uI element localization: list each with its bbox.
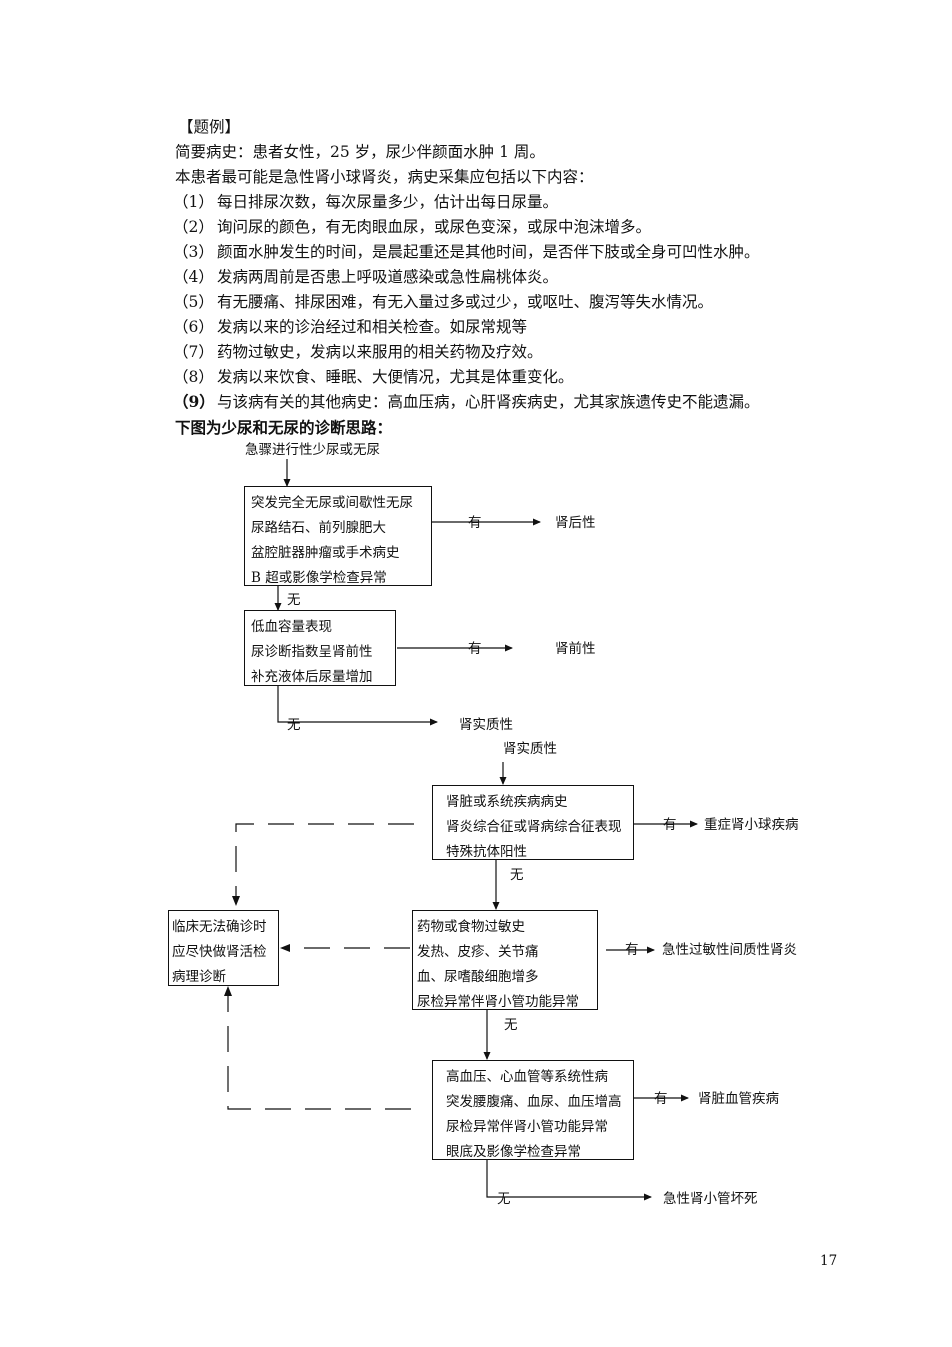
box-line: 发热、皮疹、关节痛 (417, 944, 539, 960)
history-item: （3）颜面水肿发生的时间，是晨起重还是其他时间，是否伴下肢或全身可凹性水肿。 (173, 242, 760, 262)
flow1-yes-label-1: 有 (468, 515, 482, 531)
flow1-outcome-prerenal: 肾前性 (555, 641, 596, 657)
history-item-text: 发病以来饮食、睡眠、大便情况，尤其是体重变化。 (217, 368, 574, 386)
flow2-box-glomerular-criteria: 肾脏或系统疾病病史 肾炎综合征或肾病综合征表现 特殊抗体阳性 (432, 785, 634, 860)
dashed-arrowhead-up (224, 986, 232, 996)
flow2-outcome-vascular: 肾脏血管疾病 (698, 1091, 779, 1107)
box-line: 补充液体后尿量增加 (251, 669, 373, 685)
box-line: 特殊抗体阳性 (446, 844, 527, 860)
box-line: 肾炎综合征或肾病综合征表现 (446, 819, 622, 835)
history-item: （2）询问尿的颜色，有无肉眼血尿，或尿色变深，或尿中泡沫增多。 (173, 217, 651, 237)
case-summary: 简要病史：患者女性，25 岁，尿少伴颜面水肿 1 周。 (175, 143, 545, 161)
flow2-box-vascular-criteria: 高血压、心血管等系统性病 突发腰腹痛、血尿、血压增高 尿检异常伴肾小管功能异常 … (432, 1060, 634, 1160)
dashed-boxC-to-boxL (227, 992, 411, 1110)
flow1-no-label-1: 无 (287, 592, 301, 608)
flow1-box-prerenal-criteria: 低血容量表现 尿诊断指数呈肾前性 补充液体后尿量增加 (244, 610, 396, 686)
box-line: 病理诊断 (172, 969, 226, 985)
history-item-number: （8） (173, 368, 214, 386)
box-line: 高血压、心血管等系统性病 (446, 1069, 608, 1085)
case-heading: 【题例】 (178, 118, 241, 136)
history-item-number: （5） (173, 293, 214, 311)
flow1-outcome-postrenal: 肾后性 (555, 515, 596, 531)
box-line: 突发腰腹痛、血尿、血压增高 (446, 1094, 622, 1110)
flow1-start-label: 急骤进行性少尿或无尿 (245, 442, 380, 458)
dashed-boxA-to-boxL (235, 823, 414, 900)
history-item-number: （9） (173, 392, 215, 411)
flow2-outcome-interstitial: 急性过敏性间质性肾炎 (662, 942, 797, 958)
arrow-box2-no (277, 686, 438, 726)
flow1-box-postrenal-criteria: 突发完全无尿或间歇性无尿 尿路结石、前列腺肥大 盆腔脏器肿瘤或手术病史 B 超或… (244, 486, 432, 586)
history-item-number: （6） (173, 318, 214, 336)
box-line: 突发完全无尿或间歇性无尿 (251, 495, 413, 511)
box-line: 临床无法确诊时 (172, 919, 267, 935)
box-line: 血、尿嗜酸细胞增多 (417, 969, 539, 985)
box-line: B 超或影像学检查异常 (251, 570, 387, 586)
history-item: （6）发病以来的诊治经过和相关检查。如尿常规等 (173, 317, 527, 337)
box-line: 药物或食物过敏史 (417, 919, 525, 935)
history-item: （5）有无腰痛、排尿困难，有无入量过多或过少，或呕吐、腹泻等失水情况。 (173, 292, 713, 312)
case-intro: 本患者最可能是急性肾小球肾炎，病史采集应包括以下内容： (175, 168, 594, 186)
history-item: （9）与该病有关的其他病史：高血压病，心肝肾疾病史，尤其家族遗传史不能遗漏。 (173, 392, 760, 412)
flow1-no-label-2: 无 (287, 717, 301, 733)
box-line: 尿诊断指数呈肾前性 (251, 644, 373, 660)
history-item-number: （7） (173, 343, 214, 361)
history-item-text: 有无腰痛、排尿困难，有无入量过多或过少，或呕吐、腹泻等失水情况。 (217, 293, 714, 311)
history-item-text: 发病以来的诊治经过和相关检查。如尿常规等 (217, 318, 528, 336)
history-item-text: 发病两周前是否患上呼吸道感染或急性扁桃体炎。 (217, 268, 559, 286)
history-item-number: （1） (173, 193, 214, 211)
flow1-yes-label-2: 有 (468, 641, 482, 657)
arrow-boxC-no (486, 1160, 652, 1201)
flow2-outcome-glomerular: 重症肾小球疾病 (704, 817, 799, 833)
flow2-no-label-a: 无 (510, 867, 524, 883)
history-item-text: 药物过敏史，发病以来服用的相关药物及疗效。 (217, 343, 543, 361)
flow2-yes-label-a: 有 (663, 817, 677, 833)
flow2-yes-label-b: 有 (625, 942, 639, 958)
box-line: 眼底及影像学检查异常 (446, 1144, 581, 1160)
box-line: 尿检异常伴肾小管功能异常 (417, 994, 579, 1010)
dashed-arrowhead-left (280, 944, 290, 952)
history-item: （1）每日排尿次数，每次尿量多少，估计出每日尿量。 (173, 192, 558, 212)
flow2-start-label: 肾实质性 (503, 741, 557, 757)
flow2-box-renal-biopsy: 临床无法确诊时 应尽快做肾活检 病理诊断 (168, 910, 279, 986)
flow2-outcome-atn: 急性肾小管坏死 (663, 1191, 758, 1207)
history-item-text: 询问尿的颜色，有无肉眼血尿，或尿色变深，或尿中泡沫增多。 (217, 218, 652, 236)
history-item-text: 与该病有关的其他病史：高血压病，心肝肾疾病史，尤其家族遗传史不能遗漏。 (217, 393, 760, 411)
flow2-box-interstitial-criteria: 药物或食物过敏史 发热、皮疹、关节痛 血、尿嗜酸细胞增多 尿检异常伴肾小管功能异… (412, 910, 598, 1010)
history-item: （4）发病两周前是否患上呼吸道感染或急性扁桃体炎。 (173, 267, 558, 287)
history-item-text: 每日排尿次数，每次尿量多少，估计出每日尿量。 (217, 193, 559, 211)
history-item-text: 颜面水肿发生的时间，是晨起重还是其他时间，是否伴下肢或全身可凹性水肿。 (217, 243, 760, 261)
box-line: 盆腔脏器肿瘤或手术病史 (251, 545, 400, 561)
history-item-number: （4） (173, 268, 214, 286)
box-line: 肾脏或系统疾病病史 (446, 794, 568, 810)
history-item-number: （3） (173, 243, 214, 261)
history-item: （8）发病以来饮食、睡眠、大便情况，尤其是体重变化。 (173, 367, 574, 387)
page-number: 17 (820, 1253, 838, 1269)
history-item: （7）药物过敏史，发病以来服用的相关药物及疗效。 (173, 342, 543, 362)
dashed-arrowhead-down (232, 896, 240, 906)
box-line: 尿检异常伴肾小管功能异常 (446, 1119, 608, 1135)
box-line: 低血容量表现 (251, 619, 332, 635)
history-item-number: （2） (173, 218, 214, 236)
box-line: 尿路结石、前列腺肥大 (251, 520, 386, 536)
flow1-outcome-intrarenal: 肾实质性 (459, 717, 513, 733)
box-line: 应尽快做肾活检 (172, 944, 267, 960)
flow2-no-label-c: 无 (497, 1191, 511, 1207)
flow2-yes-label-c: 有 (654, 1091, 668, 1107)
flow-title: 下图为少尿和无尿的诊断思路： (175, 418, 393, 437)
flow2-no-label-b: 无 (504, 1017, 518, 1033)
